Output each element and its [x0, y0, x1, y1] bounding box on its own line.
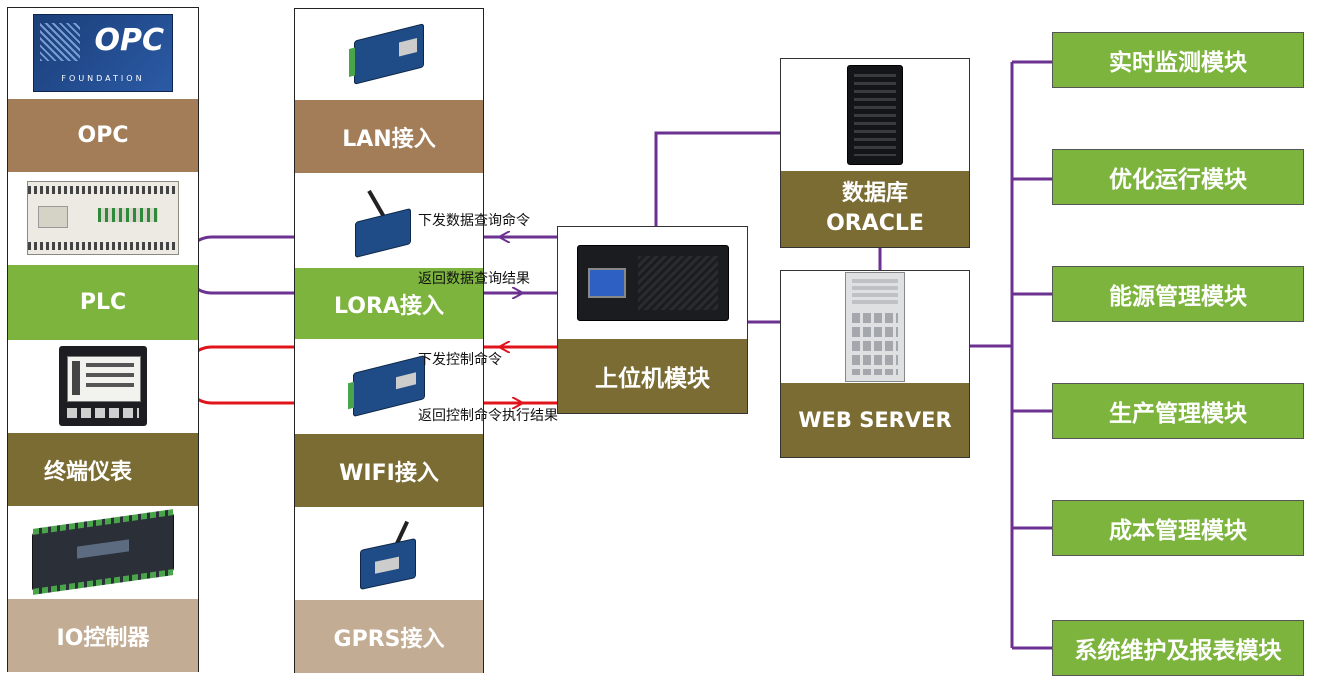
- gprs-image-cell: [295, 507, 483, 599]
- left-label-io: IO控制器: [8, 598, 198, 672]
- server-tower-icon: [847, 65, 903, 165]
- db-label: 数据库 ORACLE: [781, 171, 969, 247]
- host-module: 上位机模块: [557, 226, 748, 414]
- left-label-plc: PLC: [8, 264, 198, 340]
- plc-controller-icon: [27, 181, 179, 255]
- host-image-cell: [558, 227, 747, 339]
- plc-image-cell: [8, 172, 198, 264]
- module-optimized-operation: 优化运行模块: [1052, 149, 1304, 205]
- web-server-cabinet-icon: [845, 272, 905, 382]
- mid-label-lan: LAN接入: [295, 99, 483, 173]
- db-label-line2: ORACLE: [826, 211, 924, 236]
- power-meter-icon: [59, 346, 147, 426]
- device-column: OPC FOUNDATION OPC PLC 终端仪表: [7, 7, 199, 672]
- lora-image-cell: [295, 173, 483, 267]
- opc-image-cell: OPC FOUNDATION: [8, 8, 198, 98]
- db-label-line1: 数据库: [841, 181, 908, 206]
- lan-image-cell: [295, 9, 483, 99]
- left-label-opc: OPC: [8, 98, 198, 172]
- wifi-image-cell: [295, 339, 483, 433]
- wifi-gateway-icon: [348, 355, 425, 417]
- database-module: 数据库 ORACLE: [780, 58, 970, 248]
- meter-image-cell: [8, 340, 198, 432]
- mid-label-gprs: GPRS接入: [295, 599, 483, 673]
- rack-server-icon: [576, 245, 729, 321]
- module-production-management: 生产管理模块: [1052, 383, 1304, 439]
- web-label: WEB SERVER: [781, 383, 969, 457]
- mid-label-lora: LORA接入: [295, 267, 483, 339]
- db-image-cell: [781, 59, 969, 171]
- module-energy-management: 能源管理模块: [1052, 266, 1304, 322]
- module-maintenance-reports: 系统维护及报表模块: [1052, 620, 1304, 676]
- control-send-label: 下发控制命令: [418, 352, 502, 368]
- mid-label-wifi: WIFI接入: [295, 433, 483, 507]
- module-cost-management: 成本管理模块: [1052, 500, 1304, 556]
- left-label-meter: 终端仪表: [8, 432, 198, 506]
- io-controller-icon: [32, 509, 174, 595]
- query-return-label: 返回数据查询结果: [418, 271, 530, 287]
- host-label: 上位机模块: [558, 339, 747, 413]
- access-column: LAN接入 LORA接入 WIFI接入 GPRS接入: [294, 8, 484, 673]
- webserver-module: WEB SERVER: [780, 270, 970, 458]
- query-send-label: 下发数据查询命令: [418, 213, 530, 229]
- module-realtime-monitoring: 实时监测模块: [1052, 32, 1304, 88]
- web-image-cell: [781, 271, 969, 383]
- control-return-label: 返回控制命令执行结果: [418, 408, 558, 424]
- lora-gateway-icon: [349, 185, 429, 258]
- host-db-line: [654, 131, 780, 226]
- opc-foundation-logo: OPC FOUNDATION: [33, 14, 173, 92]
- io-image-cell: [8, 506, 198, 598]
- lan-gateway-icon: [349, 23, 424, 85]
- gprs-gateway-icon: [354, 518, 424, 590]
